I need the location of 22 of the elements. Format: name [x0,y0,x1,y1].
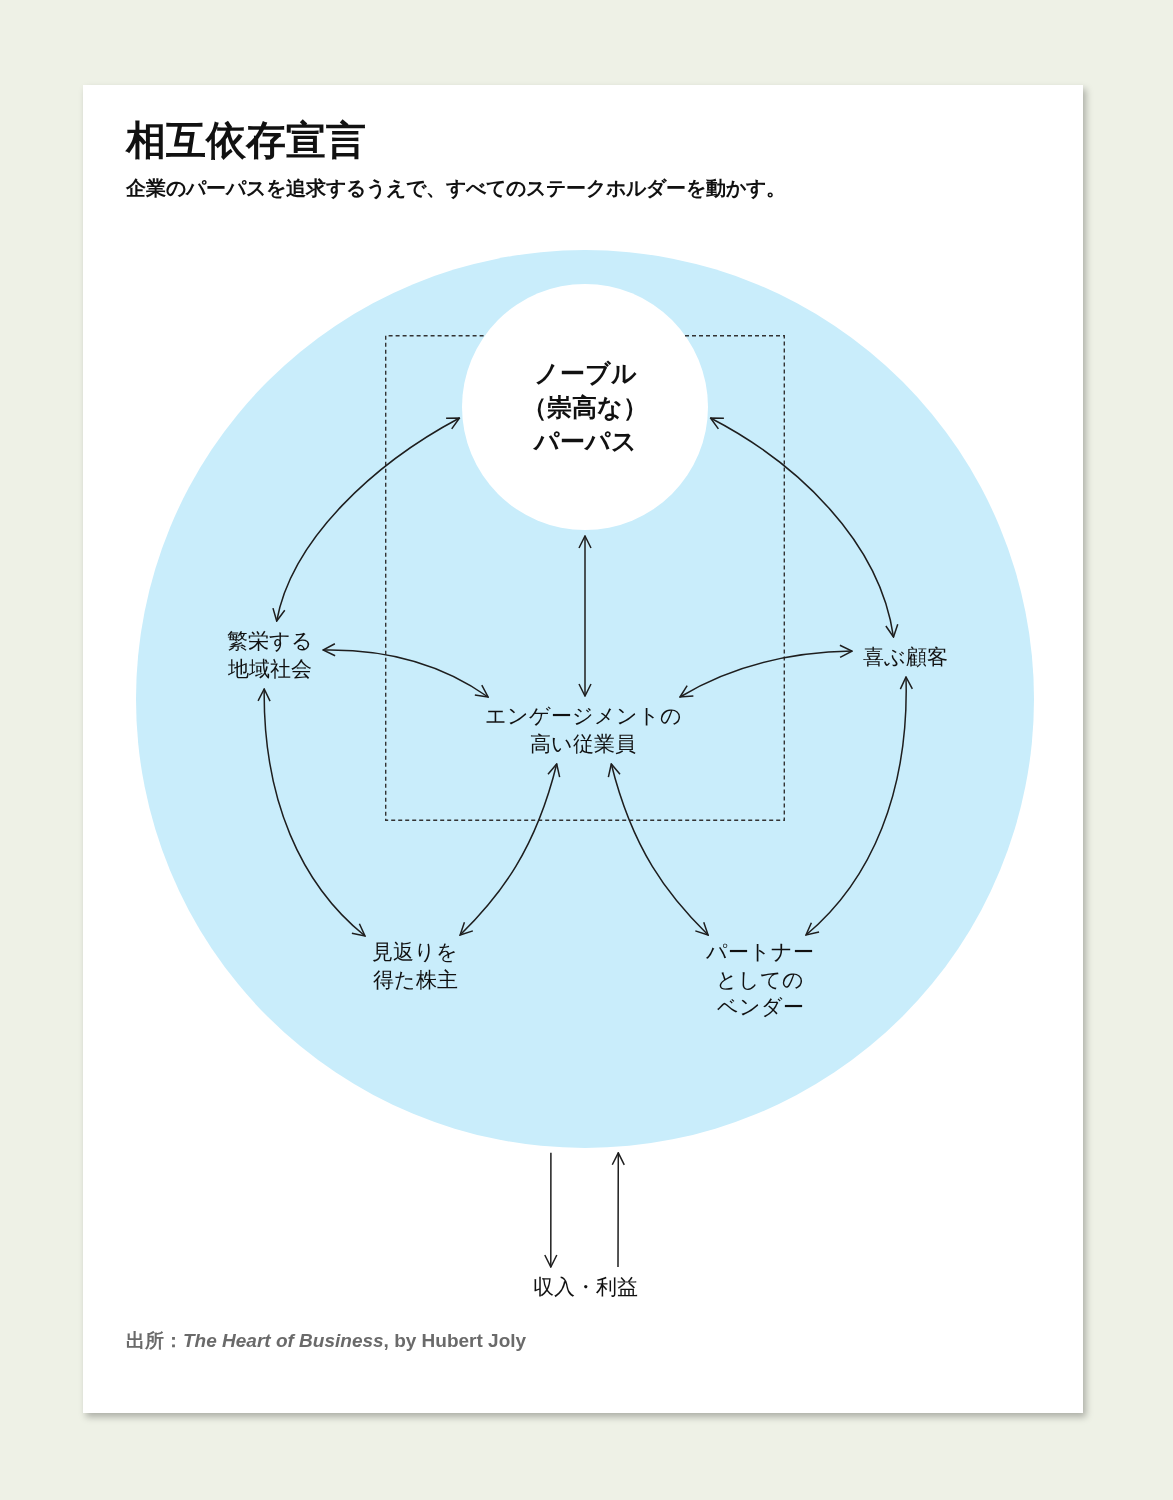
double-arrow [322,643,489,698]
double-arrow [709,417,898,638]
subtitle: 企業のパーパスを追求するうえで、すべてのステークホルダーを動かす。 [126,176,786,201]
arrow [544,1151,558,1268]
double-arrow [459,763,561,936]
double-arrow [679,644,853,698]
node-label: エンゲージメントの高い従業員 [482,702,684,758]
double-arrow [607,763,709,936]
double-arrow [578,535,592,697]
double-arrow [805,676,913,936]
title: 相互依存宣言 [126,117,366,164]
node-label: パートナーとしてのベンダー [701,938,819,1021]
node-label: 見返りを得た株主 [367,938,463,994]
source-note: 出所：The Heart of Business, by Hubert Joly [126,1329,527,1353]
node-label: 収入・利益 [526,1273,644,1301]
double-arrow [273,417,461,622]
arrow [611,1152,625,1268]
node-label: 喜ぶ顧客 [857,643,953,671]
node-label: 繁栄する地域社会 [222,627,318,683]
double-arrow [257,688,366,937]
dashed-frame [385,335,785,821]
circle-label: ノーブル（崇高な）パーパス [521,358,649,457]
